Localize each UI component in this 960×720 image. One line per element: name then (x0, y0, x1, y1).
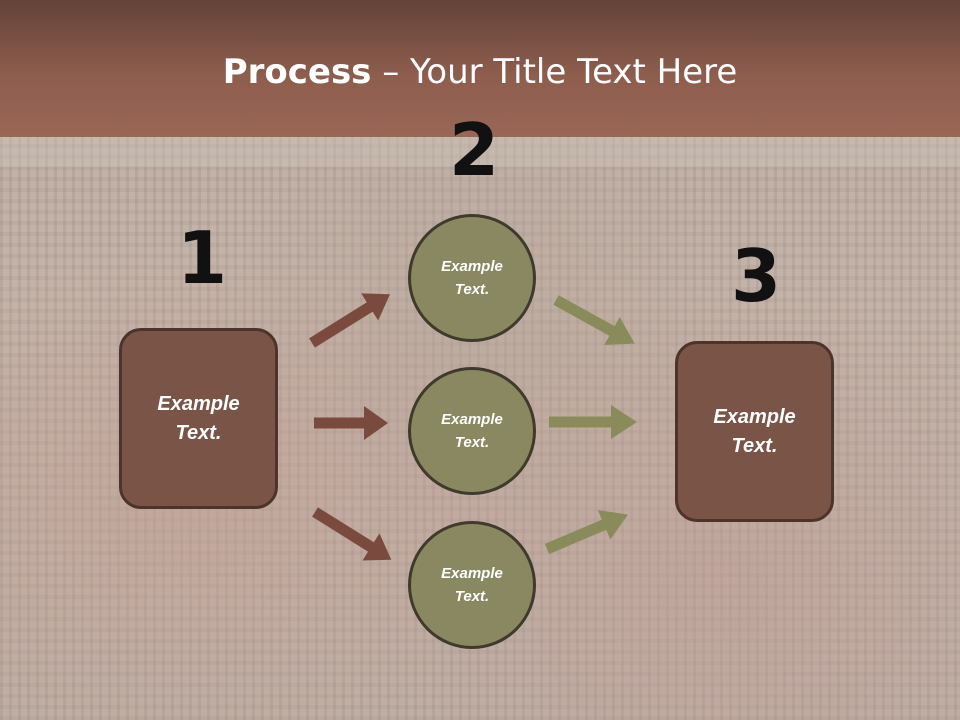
process-circle-1[interactable]: Example Text. (408, 214, 536, 342)
arrow-to-circle-3 (312, 507, 392, 561)
right-process-box[interactable]: Example Text. (675, 341, 834, 522)
right-box-text: Example Text. (713, 405, 796, 457)
title-bar: Process – Your Title Text Here (0, 0, 960, 137)
process-circle-2[interactable]: Example Text. (408, 367, 536, 495)
overlay-band (0, 137, 960, 167)
arrow-from-circle-1 (553, 295, 635, 346)
arrow-to-circle-1 (309, 293, 391, 348)
olive-arrows (544, 295, 637, 555)
circle-2-text: Example Text. (441, 411, 503, 451)
slide-title[interactable]: Process – Your Title Text Here (0, 52, 960, 92)
process-circle-3[interactable]: Example Text. (408, 521, 536, 649)
circle-3-text: Example Text. (441, 565, 503, 605)
arrow-from-circle-3 (544, 510, 629, 555)
title-rest: – Your Title Text Here (371, 52, 738, 92)
title-bold: Process (222, 52, 372, 92)
left-box-text: Example Text. (157, 392, 240, 444)
arrow-from-circle-2 (549, 405, 637, 439)
arrow-to-circle-2 (314, 406, 388, 440)
step-number-3: 3 (731, 234, 782, 318)
left-process-box[interactable]: Example Text. (119, 328, 278, 509)
circle-1-text: Example Text. (441, 258, 503, 298)
step-number-1: 1 (177, 216, 228, 300)
brown-arrows (309, 293, 392, 561)
step-number-2: 2 (449, 108, 500, 192)
